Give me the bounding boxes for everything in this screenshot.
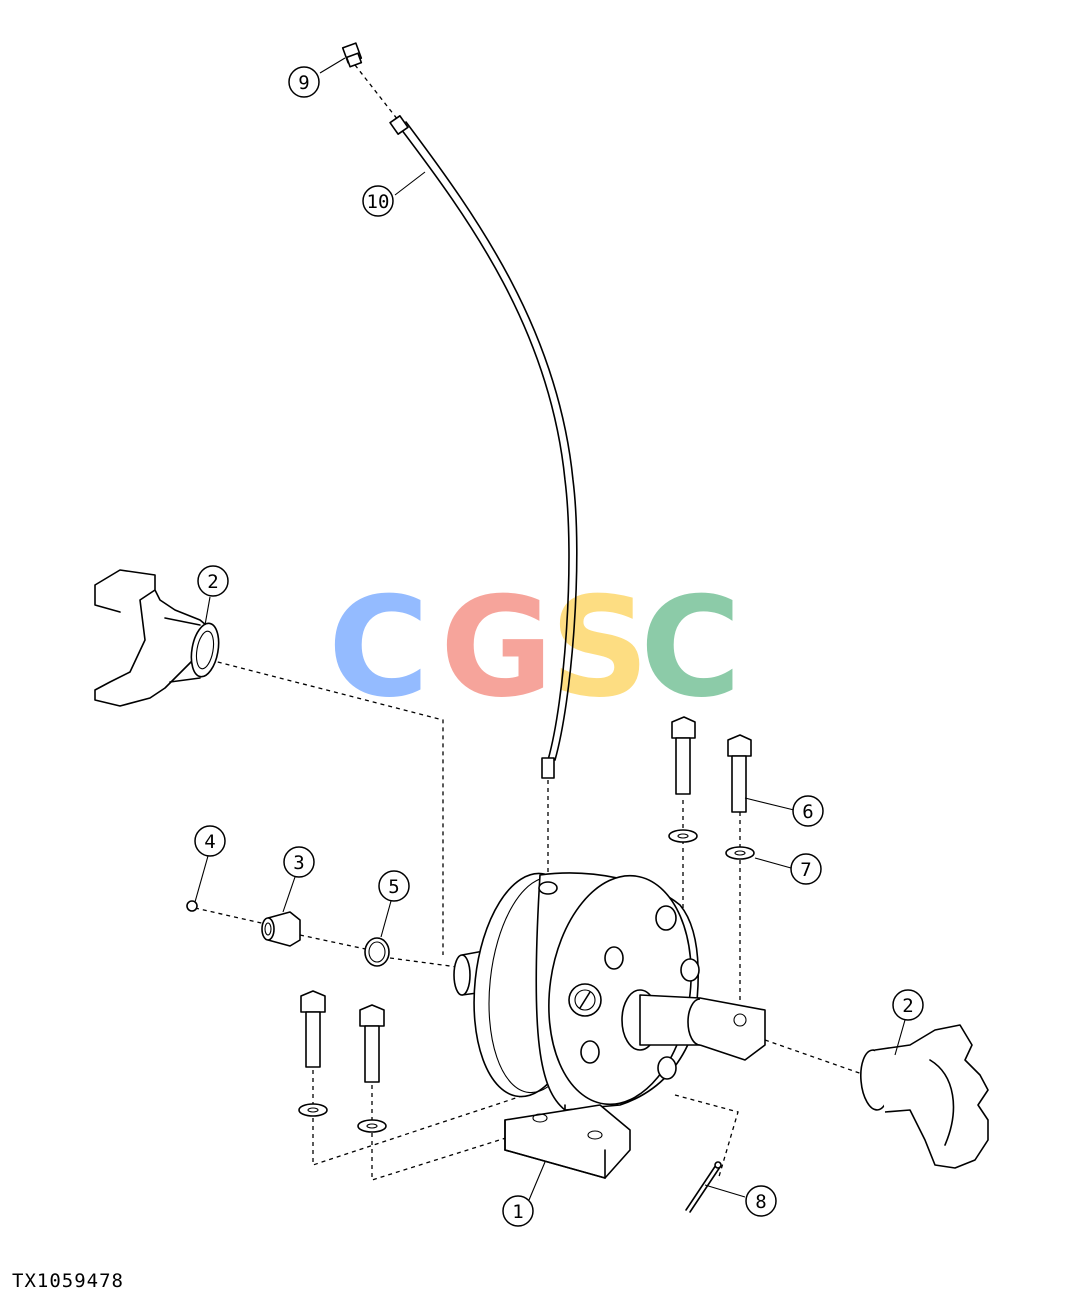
callout-6-label: 6: [802, 801, 813, 823]
callout-4: 4: [194, 825, 226, 857]
callout-9-label: 9: [298, 72, 309, 94]
watermark-letter-2: G: [440, 567, 553, 728]
callout-10-label: 10: [367, 191, 390, 213]
leader-lines: [194, 57, 906, 1201]
part-2-yoke-left: [94, 569, 220, 707]
lower-bolts: [298, 990, 387, 1133]
part-2-yoke-right: [860, 1024, 989, 1169]
callout-4-label: 4: [204, 831, 215, 853]
callout-2-left-label: 2: [207, 571, 218, 593]
callout-2-right: 2: [892, 989, 924, 1021]
part-1-housing: [453, 872, 766, 1179]
callout-7: 7: [790, 853, 822, 885]
figure-id: TX1059478: [12, 1270, 124, 1292]
part-4-ball: [186, 900, 198, 912]
callout-7-label: 7: [800, 859, 811, 881]
callout-2-left: 2: [197, 565, 229, 597]
callout-9: 9: [288, 66, 320, 98]
callout-8-label: 8: [755, 1191, 766, 1213]
callout-6: 6: [792, 795, 824, 827]
callout-8: 8: [745, 1185, 777, 1217]
callout-5-label: 5: [388, 876, 399, 898]
watermark-letter-1: C: [328, 567, 429, 728]
part-3-fitting: [261, 911, 301, 947]
part-10-cable: [389, 115, 578, 779]
watermark-letter-4: C: [640, 567, 741, 728]
watermark: C G S C: [328, 567, 741, 728]
callout-2-right-label: 2: [902, 995, 913, 1017]
callout-10: 10: [362, 185, 394, 217]
part-6-bolts-upper: [671, 716, 752, 813]
callout-3-label: 3: [293, 852, 304, 874]
callout-1-label: 1: [512, 1201, 523, 1223]
part-7-washers-upper: [668, 829, 755, 860]
callout-5: 5: [378, 870, 410, 902]
callout-1: 1: [502, 1195, 534, 1227]
part-5-oring: [364, 937, 390, 967]
part-8-cotter-pin: [685, 1161, 722, 1213]
callout-3: 3: [283, 846, 315, 878]
part-9-fitting: [341, 42, 363, 68]
